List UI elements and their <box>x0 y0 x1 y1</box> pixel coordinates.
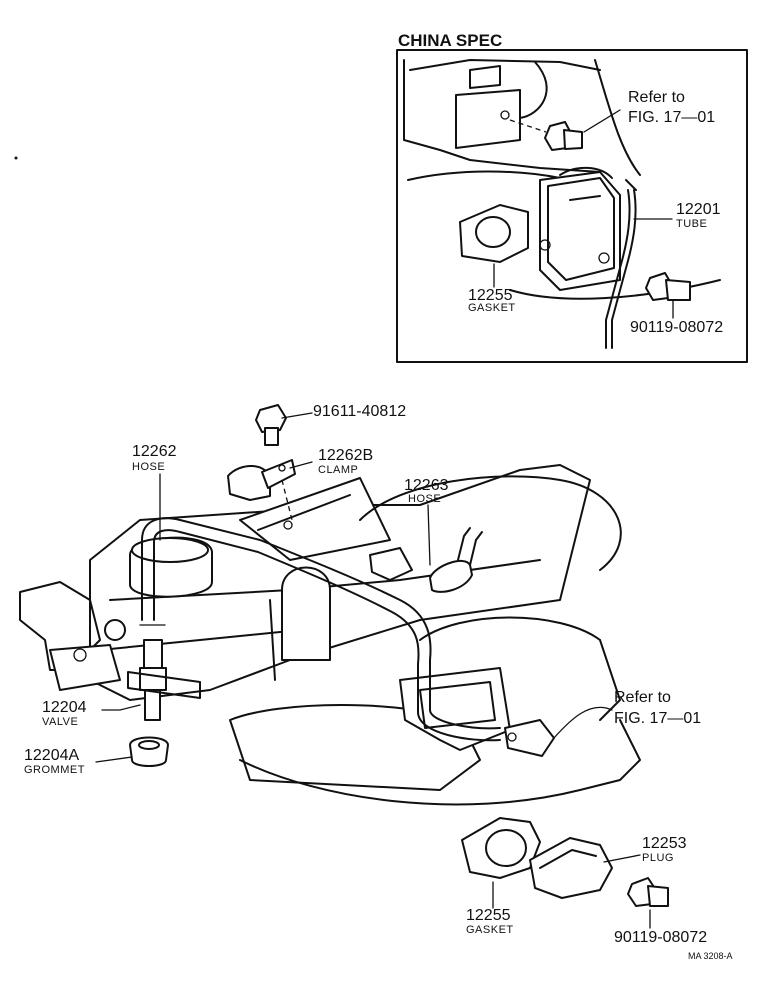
part-number-12262B: 12262B <box>318 447 374 464</box>
pcv-connector <box>504 719 555 757</box>
grommet-12204A <box>129 736 169 767</box>
fig-ref-main: FIG. 17—01 <box>614 710 702 727</box>
bolt-90119-08072 <box>627 877 669 907</box>
inset-bolt-90119 <box>645 272 691 301</box>
part-number-12204: 12204 <box>42 699 87 716</box>
intake-manifold <box>229 475 641 806</box>
inset-frame <box>396 49 748 363</box>
part-number-12201: 12201 <box>676 201 721 218</box>
clamp-12262B <box>227 459 296 521</box>
part-number-12253: 12253 <box>642 835 687 852</box>
breather-plate <box>239 477 391 561</box>
part-number-90119-inset: 90119-08072 <box>630 319 724 336</box>
part-number-12204A: 12204A <box>24 747 80 764</box>
oil-filler-cap <box>129 536 213 598</box>
part-number-12263: 12263 <box>404 477 449 494</box>
bolt-91611-40812 <box>255 404 287 446</box>
part-name-grommet: GROMMET <box>24 764 85 776</box>
part-name-plug: PLUG <box>642 852 674 864</box>
part-name-gasket: GASKET <box>466 924 514 936</box>
fig-ref-inset: FIG. 17—01 <box>628 109 716 126</box>
part-name-hose-12262: HOSE <box>132 461 166 473</box>
hose-12263 <box>369 527 483 593</box>
valve-12204 <box>127 624 201 721</box>
part-name-tube: TUBE <box>676 218 708 230</box>
hose-12262 <box>141 517 501 742</box>
plug-12253 <box>529 837 613 899</box>
inset-title: CHINA SPEC <box>398 31 503 50</box>
refer-to-label-inset: Refer to <box>628 89 685 106</box>
inset-bolt-top <box>509 119 583 151</box>
refer-to-label-main: Refer to <box>614 689 671 706</box>
diagram-code: MA 3208-A <box>688 951 733 961</box>
part-number-12262: 12262 <box>132 443 177 460</box>
part-name-gasket-inset: GASKET <box>468 302 516 314</box>
part-number-12255-inset: 12255 <box>468 287 513 304</box>
part-number-12255: 12255 <box>466 907 511 924</box>
part-number-90119: 90119-08072 <box>614 929 708 946</box>
part-name-valve: VALVE <box>42 716 79 728</box>
inset-pcv-housing <box>539 166 621 291</box>
water-outlet <box>19 581 126 691</box>
inset-manifold <box>403 59 721 300</box>
gasket-12255 <box>461 817 541 879</box>
inset-tube-12201 <box>605 179 637 349</box>
part-name-clamp: CLAMP <box>318 464 359 476</box>
inset-gasket <box>459 204 529 263</box>
part-name-hose-12263: HOSE <box>408 493 442 505</box>
part-number-91611: 91611-40812 <box>313 403 407 420</box>
